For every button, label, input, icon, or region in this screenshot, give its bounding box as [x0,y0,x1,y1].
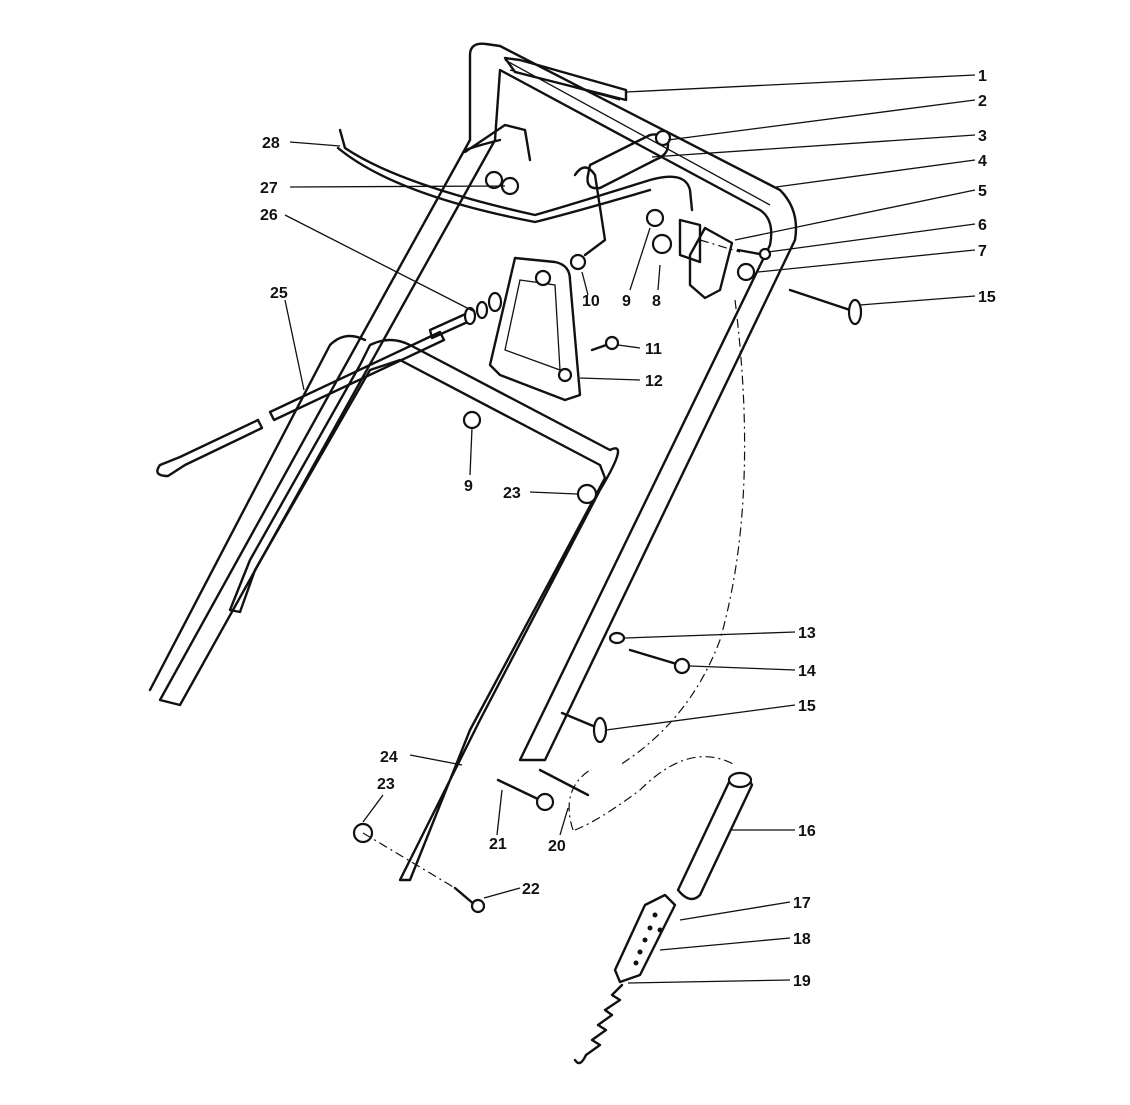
callout-24: 24 [380,749,398,766]
control-cable [156,310,474,478]
callout-25: 25 [270,285,288,302]
hardware [352,129,863,914]
callout-10: 10 [582,293,600,310]
callout-9-upper: 9 [622,293,631,310]
cable-grip [676,771,754,901]
callout-2: 2 [978,93,987,110]
callout-5: 5 [978,183,987,200]
washer-2 [654,129,672,147]
bolt-21 [496,778,542,802]
handle-top-bar [503,56,628,102]
nut-9-upper [645,208,665,228]
callout-27: 27 [260,180,278,197]
bolt-22 [453,886,477,907]
callout-18: 18 [793,931,811,948]
callout-11: 11 [645,341,662,358]
callout-1: 1 [978,68,987,85]
leader-lines [284,74,976,984]
callout-4: 4 [978,153,987,170]
nut-7 [736,262,756,282]
cable-connector [613,893,677,984]
callout-28: 28 [262,135,280,152]
callout-17: 17 [793,895,811,912]
screw-14 [628,648,682,667]
callout-3: 3 [978,128,987,145]
callout-22: 22 [522,881,540,898]
bolt-15-upper [788,288,852,312]
nut-8 [651,233,673,255]
assembly-lines [362,239,746,889]
callout-20: 20 [548,838,566,855]
callout-7: 7 [978,243,987,260]
callout-16: 16 [798,823,816,840]
callout-13: 13 [798,625,816,642]
callout-labels: 1 2 3 4 5 6 7 8 9 10 11 12 9 23 13 14 15… [260,68,996,990]
callout-23-upper: 23 [503,485,521,502]
clip-20 [538,768,590,797]
callout-8: 8 [652,293,661,310]
callout-15-lower: 15 [798,698,816,715]
callout-19: 19 [793,973,811,990]
lower-handle [148,334,620,882]
washer-13 [608,631,626,645]
bolt-15-lower [560,711,600,730]
callout-6: 6 [978,217,987,234]
callout-23-lower: 23 [377,776,395,793]
bracket [678,218,734,300]
nut-10 [569,253,587,271]
nut-9-lower [462,410,482,430]
callout-9-lower: 9 [464,478,473,495]
callout-12: 12 [645,373,663,390]
nut-23-upper [576,483,598,505]
callout-26: 26 [260,207,278,224]
spring-washers [463,291,503,326]
cable-guide-plate [488,256,582,402]
callout-15-upper: 15 [978,289,996,306]
extension-spring [573,983,624,1065]
control-bail [336,123,694,257]
callout-21: 21 [489,836,507,853]
callout-14: 14 [798,663,816,680]
